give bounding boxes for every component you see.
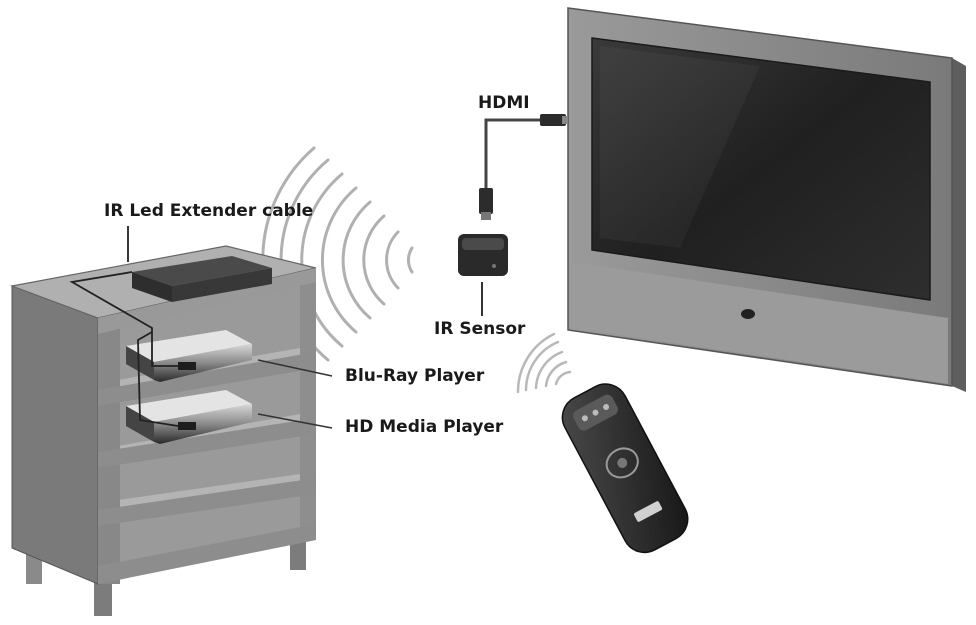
bluray-side [126, 346, 154, 380]
wave-arc [554, 370, 572, 386]
hdmi-connector-tv [540, 114, 566, 126]
wave-arc [534, 350, 564, 390]
hdmi-connector-sensor-tip [481, 212, 491, 220]
top-box-lid [132, 256, 272, 286]
label-hd-media-player: HD Media Player [345, 417, 504, 437]
top-box-front [172, 268, 272, 302]
hdmi-connector-sensor [479, 188, 493, 214]
label-hdmi: HDMI [478, 93, 530, 113]
ir-sensor-top [462, 238, 504, 250]
tv-screen [591, 37, 931, 301]
hdmedia-side [126, 406, 154, 442]
hdmedia-ir-emitter [178, 422, 196, 430]
ir-cable-wire-lower [137, 331, 179, 427]
ir-cable-wire-upper [69, 271, 178, 367]
remote-body [561, 383, 689, 554]
remote-button [603, 403, 610, 410]
wave-arc [362, 214, 386, 306]
bluray-top [126, 330, 252, 362]
remote-nav-center [617, 457, 628, 468]
cabinet-shelf-front [98, 478, 316, 526]
cabinet-left-side [11, 285, 99, 585]
remote-control [561, 383, 689, 554]
ir-extender-cable [69, 226, 179, 427]
wave-arc [341, 200, 372, 320]
hd-media-player-device [126, 390, 333, 444]
bluray-front [154, 344, 252, 382]
television [567, 7, 966, 392]
tv-glare [600, 46, 760, 248]
wave-arc [300, 172, 344, 348]
wave-arc [544, 360, 568, 388]
ir-sensor [458, 234, 508, 316]
remote-brand-logo [634, 501, 663, 522]
wave-arc [321, 186, 358, 334]
bluray-player-device [126, 330, 333, 382]
cabinet-bottom-front [98, 524, 316, 584]
tv-lower-bezel [572, 262, 948, 384]
hdmedia-top [126, 390, 252, 422]
hdmedia-leader [257, 413, 333, 429]
tv-side [952, 58, 966, 392]
label-ir-led-extender-cable: IR Led Extender cable [104, 201, 314, 221]
remote-button [592, 409, 599, 416]
hdmedia-front [154, 404, 252, 444]
wave-arc [385, 230, 400, 290]
cabinet-leg [290, 536, 306, 570]
hdmi-cable [479, 114, 568, 220]
remote-nav-ring [605, 447, 639, 479]
ir-waves-remote [516, 332, 572, 394]
label-bluray-player: Blu-Ray Player [345, 366, 485, 386]
wave-arc [524, 340, 560, 392]
hdmi-connector-tv-tip [562, 116, 568, 124]
wave-arc [407, 246, 414, 274]
ir-sensor-led [492, 264, 496, 268]
bluray-ir-emitter [178, 362, 196, 370]
label-ir-sensor: IR Sensor [434, 319, 526, 339]
hdmi-cable-wire [484, 118, 540, 188]
remote-button [581, 415, 588, 422]
top-box-side [132, 272, 172, 302]
wave-arc [516, 332, 556, 394]
bluray-leader [257, 359, 333, 377]
tv-power-led [741, 309, 755, 319]
cabinet-shelf-front [98, 352, 316, 406]
top-box [132, 256, 272, 302]
cabinet-front-post [300, 274, 316, 540]
cabinet-shelf-front [98, 418, 316, 468]
